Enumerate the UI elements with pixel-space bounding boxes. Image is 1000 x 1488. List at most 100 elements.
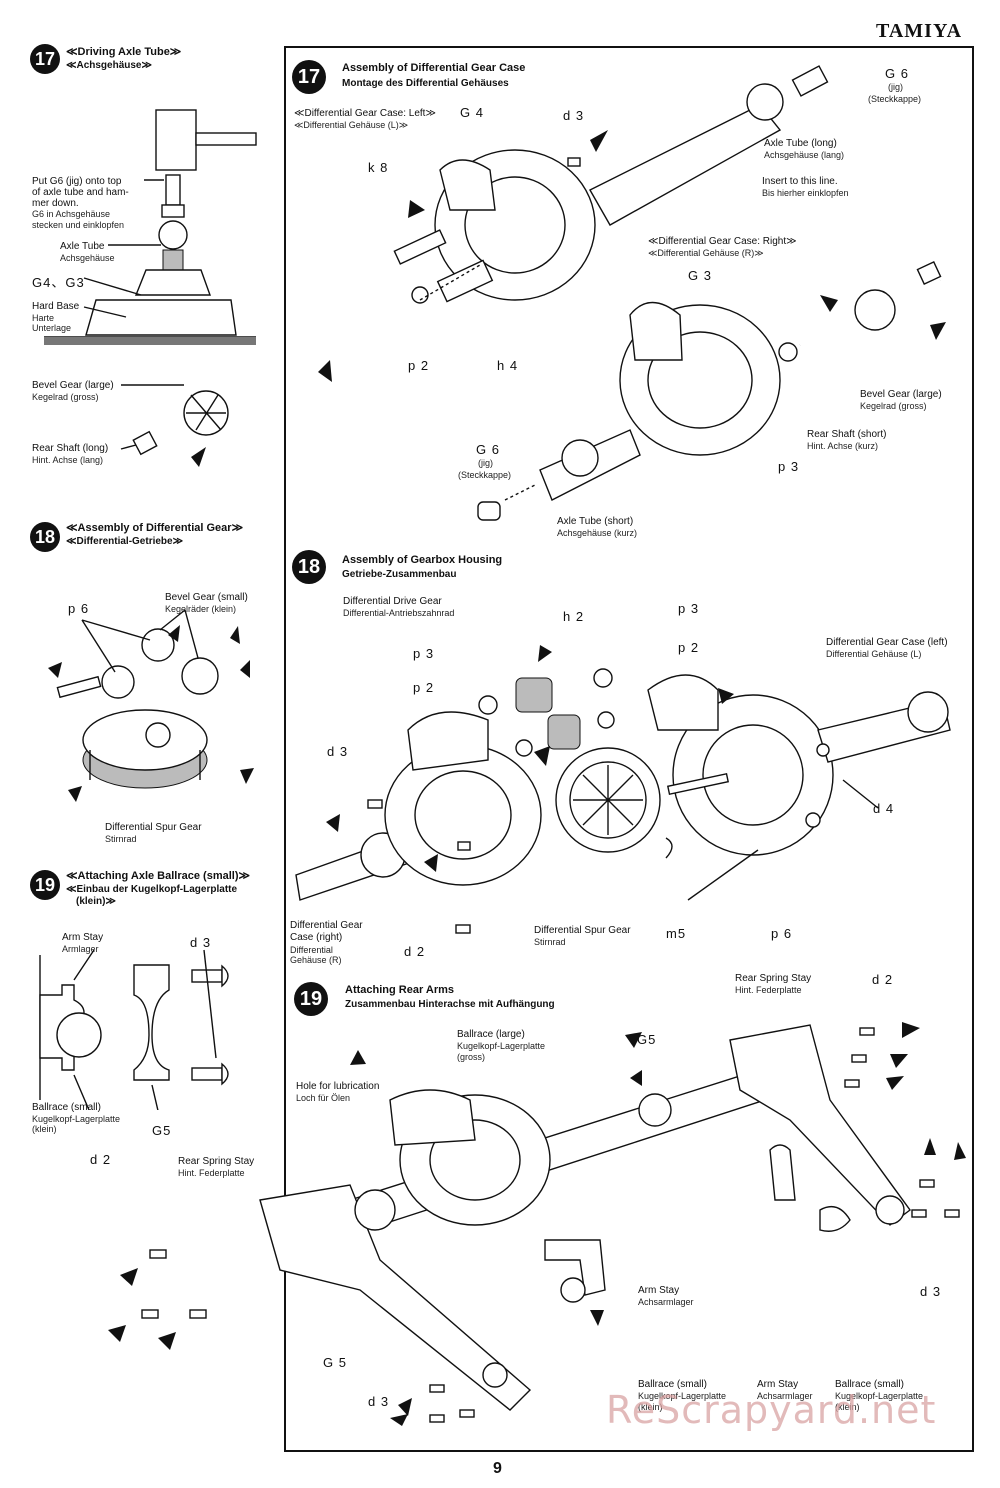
part-code-g5-left: G5 [152,1123,172,1138]
part-code-d3-left: d 3 [190,935,212,950]
case-left-label-de: ≪Differential Gehäuse (L)≫ [294,120,409,130]
part-code-p3b: p 3 [413,646,435,661]
arm-stay-bottom-label-de: Achsarmlager [757,1391,813,1401]
part-code-d3-r17: d 3 [563,108,585,123]
ballrace-small-bottom-left-label-de2: (klein) [638,1402,663,1412]
part-code-p2a: p 2 [678,640,700,655]
part-code-d3-bottom: d 3 [368,1394,390,1409]
rear-spring-stay-right-label: Rear Spring Stay [735,973,812,984]
step-18-right-title: Assembly of Gearbox Housing [342,554,503,566]
case-right-r18-label-2: Case (right) [290,932,343,943]
hard-base-label-de1: Harte [32,313,55,323]
bevel-gear-large-right-label: Bevel Gear (large) [860,389,942,400]
case-left-r18-label-de: Differential Gehäuse (L) [826,649,922,659]
step-19-left-title: ≪Attaching Axle Ballrace (small)≫ [66,870,251,882]
part-code-g6-top: G 6 [885,66,909,81]
spur-gear-r18-label-de: Stirnrad [534,937,566,947]
part-code-h2: h 2 [563,609,585,624]
step-18-right-subtitle: Getriebe-Zusammenbau [342,569,457,580]
part-code-m5: m5 [666,926,687,941]
insert-line-label: Insert to this line. [762,176,838,187]
rear-arms-assembly-illustration [108,1022,966,1426]
axle-tube-hammer-illustration [44,109,276,467]
rear-shaft-long-label-de: Hint. Achse (lang) [32,455,104,465]
brand-logo: TAMIYA [876,20,963,42]
axle-tube-label-de: Achsgehäuse [60,253,115,263]
step-18-left-subtitle: ≪Differential-Getriebe≫ [66,536,184,547]
part-code-p6-left: p 6 [68,601,90,616]
part-code-p2-r17: p 2 [408,358,430,373]
axle-tube-long-label: Axle Tube (long) [764,138,837,149]
arm-stay-label-left-de: Armlager [62,944,99,954]
step-18-left-title: ≪Assembly of Differential Gear≫ [66,522,244,534]
ballrace-large-label-de2: (gross) [457,1052,486,1062]
bevel-gear-small-label-de: Kegelräder (klein) [165,604,237,614]
part-code-g6-bottom: G 6 [476,442,500,457]
differential-gear-illustration [48,609,254,802]
step-17-right-badge: 17 [292,60,326,94]
steckkappe-label-top: (Steckkappe) [868,94,922,104]
differential-spur-gear-label: Differential Spur Gear [105,822,202,833]
step-17-right-subtitle: Montage des Differential Gehäuses [342,78,509,89]
jig-label-bottom: (jig) [478,458,493,468]
step-19-right-badge: 19 [294,982,328,1016]
ballrace-small-bottom-right-label-de2: (klein) [835,1402,860,1412]
differential-drive-gear-label-de: Differential-Antriebszahnrad [343,608,455,618]
ballrace-large-label: Ballrace (large) [457,1029,525,1040]
bevel-gear-large-label-de: Kegelrad (gross) [32,392,99,402]
gearbox-housing-illustration [295,645,951,934]
main-instruction-frame [284,46,974,1452]
arm-stay-r19-label: Arm Stay [638,1285,680,1296]
part-code-p3a: p 3 [678,601,700,616]
step-17-left-subtitle: ≪Achsgehäuse≫ [66,60,152,71]
jig-label-top: (jig) [888,82,903,92]
lubrication-hole-label-de: Loch für Ölen [296,1093,351,1103]
steckkappe-label-bottom: (Steckkappe) [458,470,512,480]
differential-gear-case-illustration [318,65,946,521]
part-code-d2-bottom: d 2 [90,1152,112,1167]
hard-base-label-de2: Unterlage [32,323,72,333]
rear-spring-stay-left-label: Rear Spring Stay [178,1156,255,1167]
part-code-k8: k 8 [368,160,389,175]
axle-tube-label: Axle Tube [60,241,105,252]
case-right-r18-label-de1: Differential [290,945,333,955]
part-code-p3-r17: p 3 [778,459,800,474]
case-right-r18-label-de2: Gehäuse (R) [290,955,342,965]
case-right-r18-label-1: Differential Gear [290,920,363,931]
lubrication-hole-label: Hole for lubrication [296,1081,380,1092]
part-code-d2-r19: d 2 [872,972,894,987]
part-code-g5-r19: G5 [637,1032,657,1047]
part-code-g3: G 3 [688,268,712,283]
arm-stay-bottom-label: Arm Stay [757,1379,799,1390]
axle-tube-short-label-de: Achsgehäuse (kurz) [557,528,638,538]
ballrace-small-bottom-left-label: Ballrace (small) [638,1379,707,1390]
case-left-label: ≪Differential Gear Case: Left≫ [294,108,436,119]
part-code-p2b: p 2 [413,680,435,695]
part-code-h4: h 4 [497,358,519,373]
part-code-g4-g3: G4、G3 [32,275,85,290]
bevel-gear-large-right-label-de: Kegelrad (gross) [860,401,927,411]
step-18-right-badge: 18 [292,550,326,584]
part-code-p6-r18: p 6 [771,926,793,941]
rear-shaft-long-label: Rear Shaft (long) [32,443,109,454]
spur-gear-r18-label: Differential Spur Gear [534,925,631,936]
part-code-g4: G 4 [460,105,484,120]
arm-stay-label-left: Arm Stay [62,932,104,943]
ballrace-small-bottom-left-label-de1: Kugelkopf-Lagerplatte [638,1391,727,1401]
insert-line-label-de: Bis hierher einklopfen [762,188,849,198]
step-19-left-subtitle-2: (klein)≫ [76,896,116,907]
page-number: 9 [493,1460,502,1477]
axle-tube-long-label-de: Achsgehäuse (lang) [764,150,845,160]
ballrace-small-label-left: Ballrace (small) [32,1102,101,1113]
rear-shaft-short-label: Rear Shaft (short) [807,429,887,440]
step-19-right-subtitle: Zusammenbau Hinterachse mit Aufhängung [345,999,555,1010]
step-19-right-title: Attaching Rear Arms [345,984,455,996]
ballrace-small-label-left-de1: Kugelkopf-Lagerplatte [32,1114,121,1124]
ballrace-small-bottom-right-label: Ballrace (small) [835,1379,904,1390]
step-19-left-subtitle-1: ≪Einbau der Kugelkopf-Lagerplatte [66,884,238,895]
hard-base-label: Hard Base [32,301,80,312]
step-17-left-title: ≪Driving Axle Tube≫ [66,46,182,58]
step-17-left-badge: 17 [30,44,60,74]
part-code-d3-r18: d 3 [327,744,349,759]
step-18-left-badge: 18 [30,522,60,552]
